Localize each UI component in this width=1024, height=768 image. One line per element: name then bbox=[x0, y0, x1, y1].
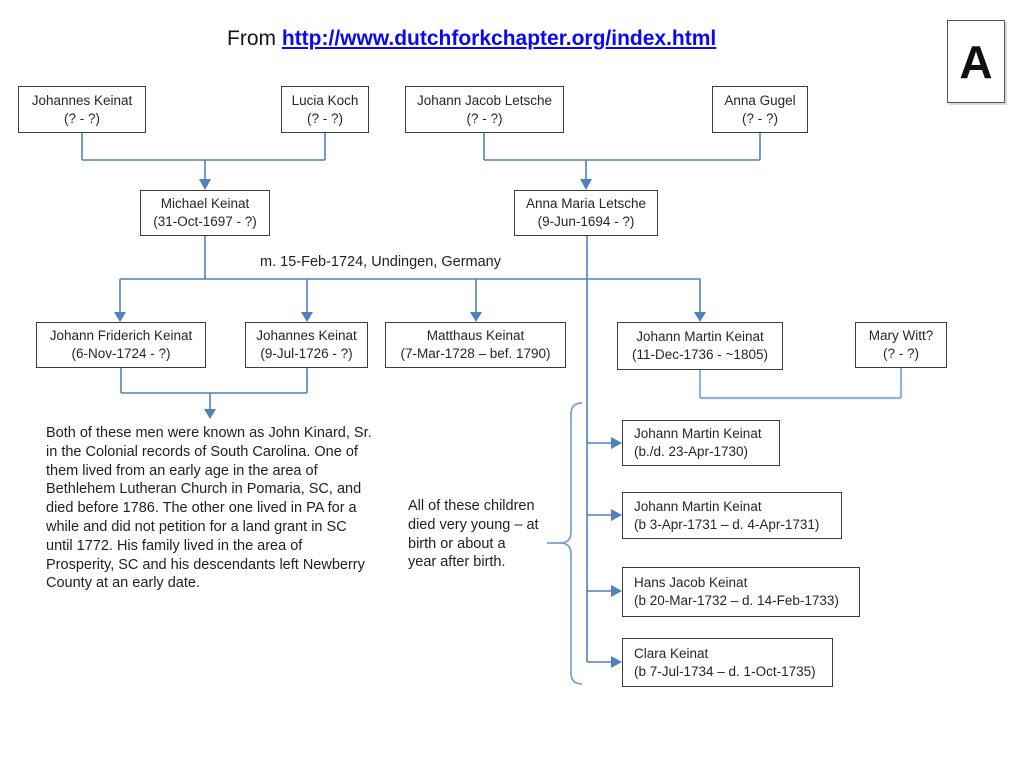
arrowhead-infant-4 bbox=[611, 656, 622, 668]
person-name: Anna Maria Letsche bbox=[525, 196, 647, 211]
arrowhead-friderich bbox=[114, 312, 126, 322]
person-dates: (? - ?) bbox=[466, 110, 503, 126]
person-dates: (9-Jul-1726 - ?) bbox=[260, 346, 353, 361]
note-john-kinard: Both of these men were known as John Kin… bbox=[46, 425, 372, 592]
person-box-johannes-keinat-sr: Johannes Keinat (? - ?) bbox=[18, 86, 146, 133]
child-box-johann-martin-1730: Johann Martin Keinat (b./d. 23-Apr-1730) bbox=[622, 420, 780, 466]
arrowhead-johann-martin bbox=[694, 312, 706, 322]
note-infant-children: All of these children died very young – … bbox=[408, 498, 539, 571]
child-box-clara-keinat: Clara Keinat (b 7-Jul-1734 – d. 1-Oct-17… bbox=[622, 638, 833, 687]
person-dates: (? - ?) bbox=[63, 110, 100, 126]
person-box-johann-friderich-keinat: Johann Friderich Keinat (6-Nov-1724 - ?) bbox=[36, 322, 206, 368]
slide-corner-label: A bbox=[947, 20, 1005, 103]
arrowhead-michael bbox=[199, 179, 211, 190]
person-dates: (11-Dec-1736 - ~1805) bbox=[632, 347, 768, 362]
person-name: Anna Gugel bbox=[724, 92, 796, 108]
person-box-michael-keinat: Michael Keinat (31-Oct-1697 - ?) bbox=[140, 190, 270, 236]
person-dates: (31-Oct-1697 - ?) bbox=[153, 214, 257, 229]
arrowhead-johannes2 bbox=[301, 312, 313, 322]
person-dates: (7-Mar-1728 – bef. 1790) bbox=[400, 346, 551, 361]
person-name: Matthaus Keinat bbox=[426, 328, 525, 343]
connector-gen2-bus bbox=[119, 236, 701, 313]
person-dates: (b 3-Apr-1731 – d. 4-Apr-1731) bbox=[634, 516, 820, 532]
marriage-note: m. 15-Feb-1724, Undingen, Germany bbox=[260, 254, 501, 270]
arrowhead-anna-maria bbox=[580, 179, 592, 190]
connector-gen1-left bbox=[81, 133, 326, 180]
slide-title: From http://www.dutchforkchapter.org/ind… bbox=[227, 27, 716, 51]
person-dates: (6-Nov-1724 - ?) bbox=[71, 346, 171, 361]
person-name: Michael Keinat bbox=[160, 196, 250, 211]
person-box-mary-witt: Mary Witt? (? - ?) bbox=[855, 322, 947, 368]
arrowhead-infant-1 bbox=[611, 437, 622, 449]
person-dates: (b 20-Mar-1732 – d. 14-Feb-1733) bbox=[634, 593, 839, 608]
person-name: Johannes Keinat bbox=[256, 328, 357, 343]
person-dates: (b 7-Jul-1734 – d. 1-Oct-1735) bbox=[634, 663, 816, 679]
child-box-hans-jacob-keinat: Hans Jacob Keinat (b 20-Mar-1732 – d. 14… bbox=[622, 567, 860, 617]
person-dates: (? - ?) bbox=[882, 346, 919, 361]
person-name: Johann Jacob Letsche bbox=[416, 92, 553, 108]
connector-infants-trunk bbox=[586, 279, 612, 663]
arrowhead-note bbox=[204, 409, 216, 419]
connector-kinard-note bbox=[120, 368, 308, 410]
arrowhead-infant-3 bbox=[611, 585, 622, 597]
corner-letter: A bbox=[959, 35, 993, 88]
person-name: Johann Martin Keinat bbox=[634, 498, 762, 514]
person-name: Johann Friderich Keinat bbox=[49, 328, 193, 343]
person-name: Johann Martin Keinat bbox=[636, 329, 764, 344]
person-dates: (? - ?) bbox=[306, 110, 343, 126]
person-dates: (b./d. 23-Apr-1730) bbox=[634, 444, 749, 459]
person-name: Clara Keinat bbox=[634, 645, 709, 661]
person-box-anna-maria-letsche: Anna Maria Letsche (9-Jun-1694 - ?) bbox=[514, 190, 658, 236]
person-box-johannes-keinat-jr: Johannes Keinat (9-Jul-1726 - ?) bbox=[245, 322, 368, 368]
connector-union-martin-witt bbox=[698, 368, 903, 400]
person-box-matthaus-keinat: Matthaus Keinat (7-Mar-1728 – bef. 1790) bbox=[385, 322, 566, 368]
person-box-lucia-koch: Lucia Koch (? - ?) bbox=[281, 86, 369, 133]
arrowhead-infant-2 bbox=[611, 509, 622, 521]
person-name: Hans Jacob Keinat bbox=[634, 575, 748, 590]
title-prefix: From bbox=[227, 27, 276, 50]
person-name: Johann Martin Keinat bbox=[634, 426, 762, 441]
arrowhead-matthaus bbox=[470, 312, 482, 322]
source-link[interactable]: http://www.dutchforkchapter.org/index.ht… bbox=[281, 27, 717, 50]
person-box-johann-jacob-letsche: Johann Jacob Letsche (? - ?) bbox=[405, 86, 564, 133]
child-box-johann-martin-1731: Johann Martin Keinat (b 3-Apr-1731 – d. … bbox=[622, 492, 842, 539]
person-name: Mary Witt? bbox=[868, 328, 934, 343]
person-dates: (9-Jun-1694 - ?) bbox=[537, 214, 635, 229]
person-box-anna-gugel: Anna Gugel (? - ?) bbox=[712, 86, 808, 133]
person-name: Lucia Koch bbox=[291, 92, 359, 108]
connector-gen1-right bbox=[483, 133, 761, 180]
person-box-johann-martin-keinat: Johann Martin Keinat (11-Dec-1736 - ~180… bbox=[617, 322, 783, 370]
person-name: Johannes Keinat bbox=[31, 92, 133, 108]
person-dates: (? - ?) bbox=[741, 110, 778, 126]
